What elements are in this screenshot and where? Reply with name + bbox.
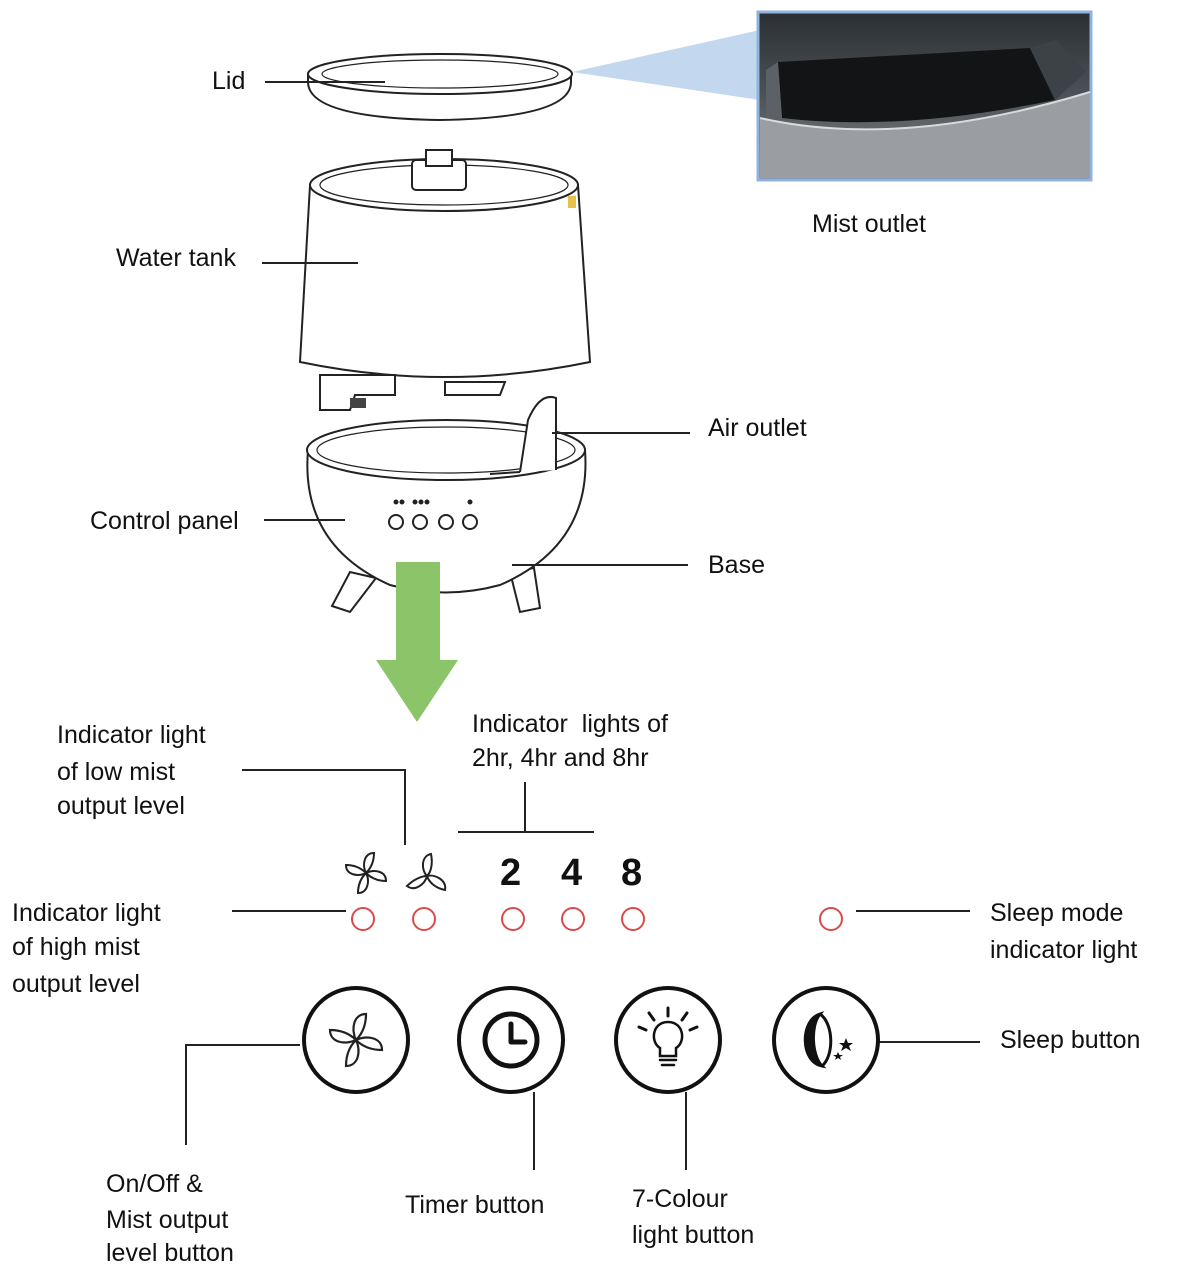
water-tank: [298, 149, 592, 411]
label-air-outlet: Air outlet: [708, 414, 807, 442]
label-timer-indicators-line1: Indicator lights of: [472, 710, 668, 738]
label-low-mist-line2: of low mist: [57, 758, 176, 786]
label-colour-line2: light button: [632, 1221, 755, 1249]
light-bulb-icon: [637, 1006, 699, 1067]
label-high-mist-line3: output level: [12, 970, 140, 998]
fan-4-blade-icon: [344, 851, 388, 895]
timer-digit-8: 8: [621, 852, 643, 894]
high-mist-indicator: [351, 907, 375, 931]
label-lid: Lid: [212, 67, 246, 95]
moon-stars-icon: [803, 1011, 853, 1069]
label-timer-indicators-line2: 2hr, 4hr and 8hr: [472, 744, 649, 772]
fan-icon: [328, 1012, 384, 1068]
label-control-panel: Control panel: [90, 507, 239, 535]
down-arrow: [376, 562, 458, 722]
label-high-mist-line1: Indicator light: [12, 899, 161, 927]
timer-digit-2: 2: [500, 852, 522, 894]
sleep-mode-indicator: [819, 907, 843, 931]
label-mist-outlet: Mist outlet: [812, 210, 926, 238]
timer-digit-4: 4: [561, 852, 583, 894]
low-mist-indicator: [412, 907, 436, 931]
label-low-mist-line1: Indicator light: [57, 721, 206, 749]
label-low-mist-line3: output level: [57, 792, 185, 820]
sleep-button-ring: [772, 986, 880, 1094]
mist-outlet-callout: [572, 30, 760, 100]
timer-4hr-indicator: [561, 907, 585, 931]
mist-outlet-inset: [756, 10, 1093, 182]
label-onoff-line1: On/Off &: [106, 1170, 203, 1198]
clock-icon: [482, 1011, 540, 1069]
indicator-lights: [351, 907, 843, 931]
label-sleep-indicator-line1: Sleep mode: [990, 899, 1124, 927]
label-high-mist-line2: of high mist: [12, 933, 140, 961]
timer-8hr-indicator: [621, 907, 645, 931]
label-sleep-indicator-line2: indicator light: [990, 936, 1138, 964]
base: [306, 396, 587, 614]
lid: [307, 53, 573, 122]
fan-3-blade-icon: [405, 852, 447, 892]
timer-2hr-indicator: [501, 907, 525, 931]
label-sleep-button: Sleep button: [1000, 1026, 1141, 1054]
label-onoff-line2: Mist output: [106, 1206, 229, 1234]
leader-lines-bottom: [185, 769, 980, 1170]
label-colour-line1: 7-Colour: [632, 1185, 728, 1213]
label-base: Base: [708, 551, 765, 579]
label-onoff-line3: level button: [106, 1239, 234, 1267]
label-timer-button: Timer button: [405, 1191, 545, 1219]
leader-lines-top: [262, 81, 690, 566]
label-water-tank: Water tank: [116, 244, 236, 272]
